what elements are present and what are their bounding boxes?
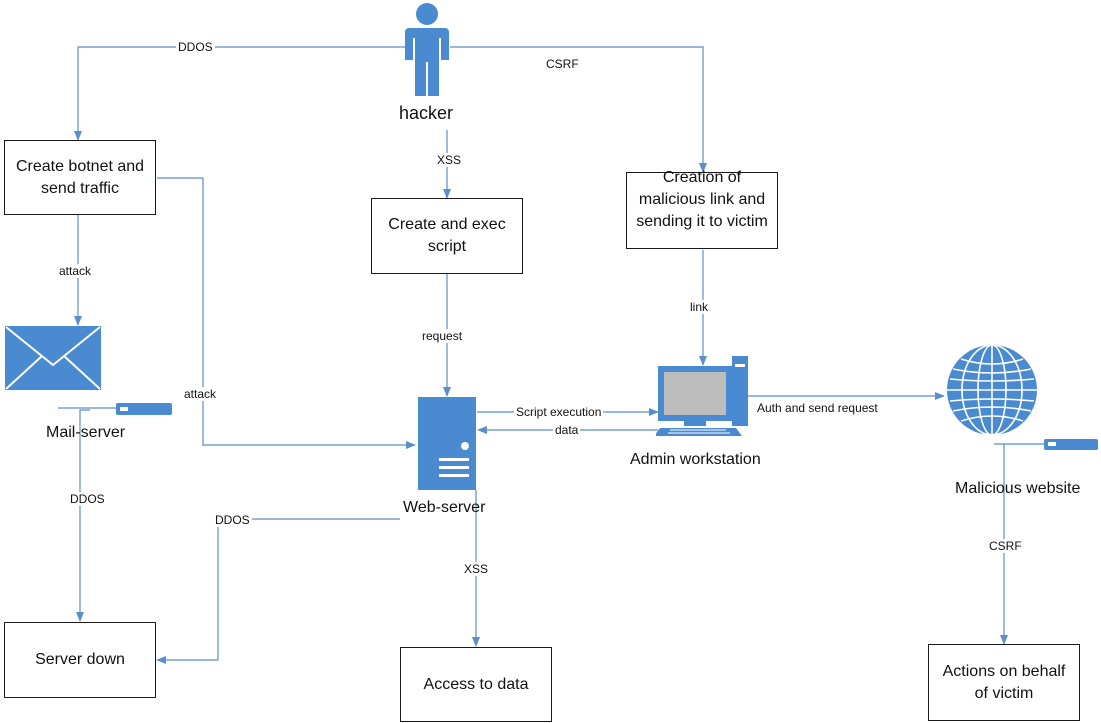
website-network-device-icon [1044, 439, 1098, 450]
edge-label-ddos-mail: DDOS [68, 492, 107, 506]
access-data-box[interactable]: Access to data [400, 647, 552, 722]
create-script-text: Create and exec script [388, 216, 506, 255]
edge-label-request: request [420, 329, 465, 343]
edge-label-ddos-top: DDOS [176, 40, 215, 54]
edge-label-attack-web: attack [182, 387, 219, 401]
edge-label-xss-top: XSS [435, 153, 464, 167]
edge-mail-serverdown [76, 409, 90, 622]
edge-hacker-link [450, 46, 707, 173]
edge-label-data: data [553, 423, 581, 437]
mail-envelope-icon [5, 326, 101, 390]
edge-label-xss-bottom: XSS [462, 562, 491, 576]
mail-network-device-icon [116, 403, 172, 415]
actions-box[interactable]: Actions on behalf of victim [928, 644, 1080, 721]
hacker-person-icon [405, 3, 449, 96]
admin-workstation-icon [656, 356, 748, 436]
edge-label-link: link [688, 300, 711, 314]
botnet-text: Create botnet and send traffic [15, 157, 145, 197]
server-down-box[interactable]: Server down [4, 622, 156, 698]
edge-botnet-web [157, 177, 416, 449]
edge-label-attack-mail: attack [57, 264, 94, 278]
web-server-label: Web-server [403, 499, 486, 516]
malicious-link-box[interactable]: Creation of malicious link and sending i… [626, 169, 778, 249]
admin-workstation-label: Admin workstation [630, 451, 761, 468]
edge-label-csrf-bottom: CSRF [987, 539, 1024, 553]
malicious-website-label: Malicious website [955, 480, 1081, 497]
botnet-box[interactable]: Create botnet and send traffic [4, 140, 156, 215]
access-data-text: Access to data [423, 675, 529, 693]
edge-label-script-execution: Script execution [514, 405, 604, 419]
edge-web-serverdown [156, 518, 400, 664]
actions-text: Actions on behalf of victim [942, 662, 1066, 702]
edge-label-csrf-top: CSRF [544, 57, 581, 71]
mail-server-label: Mail-server [46, 424, 126, 441]
server-down-text: Server down [35, 651, 125, 668]
web-server-icon [418, 397, 476, 490]
globe-icon [947, 344, 1037, 436]
hacker-label: hacker [399, 103, 454, 123]
create-script-box[interactable]: Create and exec script [371, 198, 523, 274]
edge-label-ddos-web: DDOS [213, 513, 252, 527]
malicious-link-text: Creation of malicious link and sending i… [636, 169, 768, 230]
edge-label-auth-send: Auth and send request [755, 401, 880, 415]
edge-hacker-botnet [74, 46, 405, 141]
